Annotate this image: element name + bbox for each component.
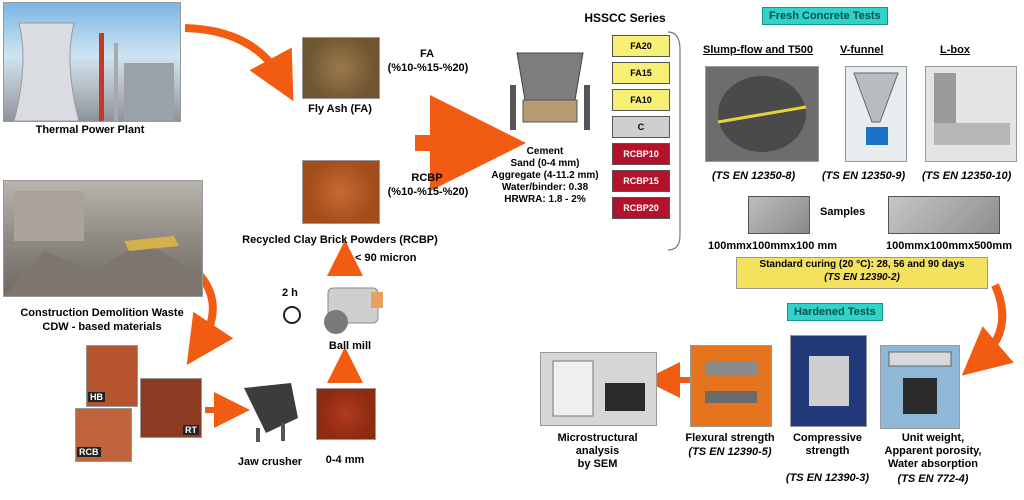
rubble-icon: [4, 191, 202, 296]
flexural-icon: [705, 361, 757, 403]
mix-line: Sand (0-4 mm): [510, 158, 580, 169]
tag-rcbp10: RCBP10: [612, 143, 670, 165]
v-funnel-photo: [845, 66, 907, 162]
mix-lines: Cement Sand (0-4 mm) Aggregate (4-11.2 m…: [480, 146, 610, 206]
clock-icon: [283, 306, 301, 324]
l-box-photo: [925, 66, 1017, 162]
sample-size: 100mmx100mmx500mm: [886, 240, 1012, 252]
sem-icon: [552, 360, 645, 417]
mix-line: Water/binder: 0.38: [501, 182, 589, 193]
jaw-crusher-label: Jaw crusher: [237, 456, 303, 468]
series-title: HSSCC Series: [584, 11, 666, 25]
tag-fa10: FA10: [612, 89, 670, 111]
jaw-crusher-photo: [236, 378, 304, 444]
brick-rt-label: RT: [183, 425, 199, 435]
tag-rcbp20: RCBP20: [612, 197, 670, 219]
tag-rcbp15: RCBP15: [612, 170, 670, 192]
rcbp-code: RCBP: [411, 172, 443, 184]
hardened-std: (TS EN 772-4): [897, 473, 969, 485]
fresh-std: (TS EN 12350-10): [922, 170, 1012, 182]
size-label: 0-4 mm: [325, 454, 365, 466]
tag-fa15: FA15: [612, 62, 670, 84]
brick-hb-label: HB: [88, 392, 105, 402]
brick-rcb-label: RCB: [77, 447, 101, 457]
tag-c: C: [612, 116, 670, 138]
mixer-photo: [505, 45, 595, 135]
cdw-label-1: Construction Demolition Waste: [20, 307, 184, 319]
hardened-name: Microstructural analysis by SEM: [557, 432, 638, 470]
hardened-std: (TS EN 12390-3): [785, 472, 870, 484]
rcbp-caption: Recycled Clay Brick Powders (RCBP): [242, 234, 438, 246]
compressive-icon: [809, 356, 849, 406]
prism-sample-icon: [888, 196, 1000, 234]
cube-sample-icon: [748, 196, 810, 234]
cooling-tower-icon: [13, 22, 174, 122]
hardened-name: Flexural strength: [685, 432, 775, 444]
mix-line: Cement: [526, 146, 564, 157]
slump-icon: [717, 76, 807, 152]
rcbp-ratio: (%10-%15-%20): [387, 186, 469, 198]
rcbp-photo: [302, 160, 380, 224]
compressive-photo: [790, 335, 867, 427]
fresh-std: (TS EN 12350-8): [712, 170, 796, 182]
fresh-std: (TS EN 12350-9): [822, 170, 906, 182]
hardened-std: (TS EN 12390-5): [688, 446, 772, 458]
lbox-icon: [934, 73, 1010, 145]
ball-mill-icon: [324, 287, 383, 334]
fresh-test-name: L-box: [940, 44, 970, 56]
scale-icon: [888, 351, 952, 414]
fresh-test-name: V-funnel: [840, 44, 884, 56]
hardened-name: Unit weight, Apparent porosity, Water ab…: [884, 432, 982, 470]
power-plant-photo: [3, 2, 181, 122]
series-bracket: [667, 31, 681, 251]
slump-flow-photo: [705, 66, 819, 162]
sem-photo: [540, 352, 657, 426]
power-plant-label: Thermal Power Plant: [35, 124, 145, 136]
fa-code: FA: [419, 48, 435, 60]
brick-rcb-photo: [75, 408, 132, 462]
fly-ash-caption: Fly Ash (FA): [308, 103, 372, 115]
hardened-name: Compressive strength: [792, 432, 863, 457]
fresh-test-name: Slump-flow and T500: [703, 44, 814, 56]
samples-label: Samples: [820, 206, 866, 218]
micron-label: < 90 micron: [355, 252, 417, 264]
arrow-plant-to-fa: [184, 24, 294, 102]
cdw-photo: [3, 180, 203, 297]
mix-line: Aggregate (4-11.2 mm): [491, 170, 599, 181]
sample-size: 100mmx100mmx100 mm: [708, 240, 838, 252]
fly-ash-photo: [302, 37, 380, 99]
unit-weight-photo: [880, 345, 960, 429]
aggregate-photo: [316, 388, 376, 440]
jaw-crusher-icon: [244, 383, 298, 442]
ball-mill-label: Ball mill: [328, 340, 372, 352]
flexural-photo: [690, 345, 772, 427]
curing-box: Standard curing (20 °C): 28, 56 and 90 d…: [736, 257, 988, 289]
fa-ratio: (%10-%15-%20): [387, 62, 469, 74]
curing-line-1: Standard curing (20 °C): 28, 56 and 90 d…: [759, 259, 965, 270]
tag-fa20: FA20: [612, 35, 670, 57]
mixer-icon: [510, 52, 590, 130]
mix-line: HRWRA: 1.8 - 2%: [504, 194, 586, 205]
fresh-header: Fresh Concrete Tests: [762, 7, 888, 25]
curing-line-2: (TS EN 12390-2): [824, 272, 900, 283]
funnel-icon: [853, 72, 899, 145]
arrow-to-hardened: [961, 283, 1014, 376]
cdw-label-2: CDW - based materials: [42, 321, 162, 333]
hardened-header: Hardened Tests: [787, 303, 883, 321]
ball-mill-photo: [306, 280, 386, 340]
time-label: 2 h: [282, 287, 298, 299]
